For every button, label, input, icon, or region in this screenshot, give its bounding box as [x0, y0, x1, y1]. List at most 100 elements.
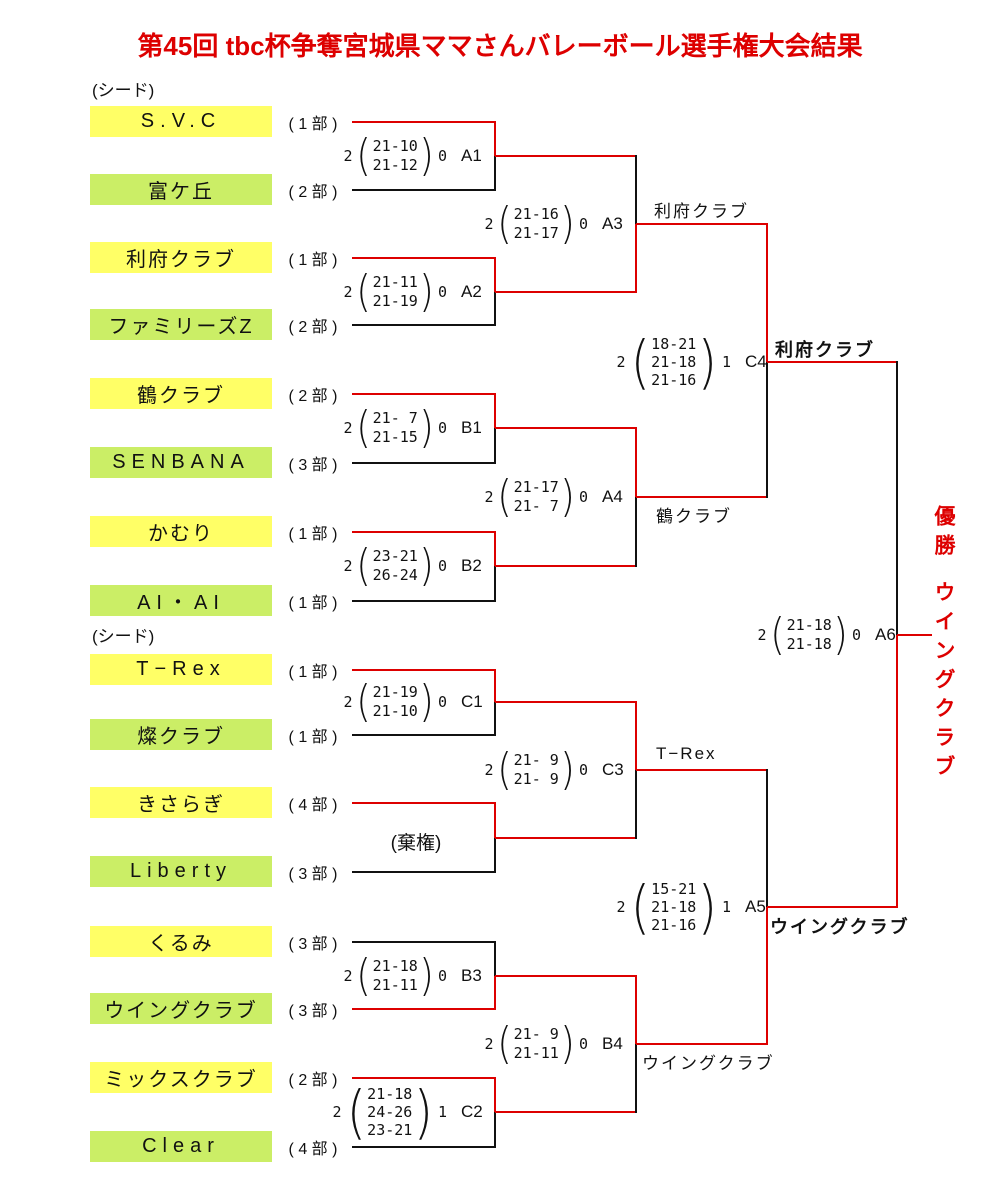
open-paren: ( [630, 328, 650, 396]
team-division: ( 1 部 ) [288, 525, 338, 543]
match-label: B2 [461, 556, 482, 575]
match-label: C4 [745, 352, 767, 371]
close-paren: ) [560, 471, 575, 522]
match-label: A1 [461, 146, 482, 165]
set-score: 21-10 [372, 702, 418, 720]
match-score-right: 0 [851, 626, 861, 644]
set-score: 21-11 [372, 273, 418, 291]
seed-label-top: (シード) [92, 81, 155, 100]
team-box: 燦クラブ [90, 719, 272, 750]
team-division: ( 1 部 ) [288, 251, 338, 269]
close-paren: ) [560, 744, 575, 795]
open-paren: ( [356, 266, 372, 317]
close-paren: ) [419, 402, 434, 453]
champion-block: 優勝ウイングクラブ [928, 505, 958, 784]
advance-label-C4: 利府クラブ [775, 340, 875, 360]
set-score: 23-21 [367, 1121, 413, 1139]
team-name: くるみ [148, 933, 214, 955]
team-name: 利府クラブ [126, 249, 236, 271]
match-score-right: 0 [437, 147, 447, 165]
team-box: 鶴クラブ [90, 378, 272, 409]
team-name: AI・AI [137, 592, 225, 614]
set-score: 21-16 [651, 371, 697, 389]
set-score: 21-19 [372, 683, 418, 701]
team-name: ファミリーズZ [108, 316, 254, 338]
set-score: 21- 7 [513, 497, 559, 515]
set-score: 21-16 [513, 205, 559, 223]
close-paren: ) [414, 1078, 434, 1146]
advance-label-A5: ウイングクラブ [770, 917, 910, 937]
open-paren: ( [630, 873, 650, 941]
team-name: Clear [142, 1135, 220, 1157]
team-division: ( 1 部 ) [288, 115, 338, 133]
close-paren: ) [419, 950, 434, 1001]
match-label: A3 [602, 214, 623, 233]
advance-label-B4: ウイングクラブ [642, 1054, 775, 1073]
team-name: T−Rex [136, 658, 226, 680]
champion-name: ウイングクラブ [932, 581, 955, 784]
set-score: 21-11 [372, 976, 418, 994]
team-division: ( 4 部 ) [288, 1140, 338, 1158]
team-division: ( 2 部 ) [288, 387, 338, 405]
match-score-left: 2 [484, 1035, 494, 1053]
match-score-left: 2 [616, 353, 626, 371]
team-name: ミックスクラブ [104, 1069, 258, 1091]
close-paren: ) [560, 1018, 575, 1069]
match-score-right: 0 [437, 283, 447, 301]
team-division: ( 1 部 ) [288, 728, 338, 746]
set-score: 21-18 [786, 616, 832, 634]
match-label: C1 [461, 692, 483, 711]
match-label: B3 [461, 966, 482, 985]
match-score-left: 2 [484, 215, 494, 233]
open-paren: ( [356, 130, 372, 181]
team-box: SENBANA [90, 447, 272, 478]
match-label: C3 [602, 760, 624, 779]
team-name: ウイングクラブ [104, 1000, 258, 1022]
match-score-left: 2 [343, 147, 353, 165]
close-paren: ) [419, 676, 434, 727]
match-score-right: 0 [578, 1035, 588, 1053]
match-label: C2 [461, 1102, 483, 1121]
open-paren: ( [356, 402, 372, 453]
advance-label-A3: 利府クラブ [654, 202, 749, 221]
set-score: 21-11 [513, 1044, 559, 1062]
open-paren: ( [356, 950, 372, 1001]
set-score: 21-18 [651, 898, 697, 916]
set-score: 21-18 [367, 1085, 413, 1103]
advance-label-A4: 鶴クラブ [656, 507, 732, 526]
team-name: 鶴クラブ [137, 385, 225, 407]
match-score-left: 2 [332, 1103, 342, 1121]
team-box: ミックスクラブ [90, 1062, 272, 1093]
match-score-left: 2 [484, 488, 494, 506]
open-paren: ( [346, 1078, 366, 1146]
team-division: ( 4 部 ) [288, 796, 338, 814]
team-box: きさらぎ [90, 787, 272, 818]
close-paren: ) [419, 130, 434, 181]
team-box: くるみ [90, 926, 272, 957]
close-paren: ) [698, 328, 718, 396]
match-score-right: 0 [578, 488, 588, 506]
open-paren: ( [497, 471, 513, 522]
team-division: ( 2 部 ) [288, 183, 338, 201]
team-division: ( 1 部 ) [288, 594, 338, 612]
set-score: 21- 7 [372, 409, 418, 427]
team-box: かむり [90, 516, 272, 547]
open-paren: ( [770, 609, 786, 660]
set-score: 21- 9 [513, 1025, 559, 1043]
match-score-left: 2 [484, 761, 494, 779]
team-name: 富ケ丘 [148, 181, 214, 203]
match-score-right: 1 [437, 1103, 447, 1121]
set-score: 24-26 [367, 1103, 413, 1121]
match-score-left: 2 [343, 419, 353, 437]
match-score-right: 1 [721, 353, 731, 371]
